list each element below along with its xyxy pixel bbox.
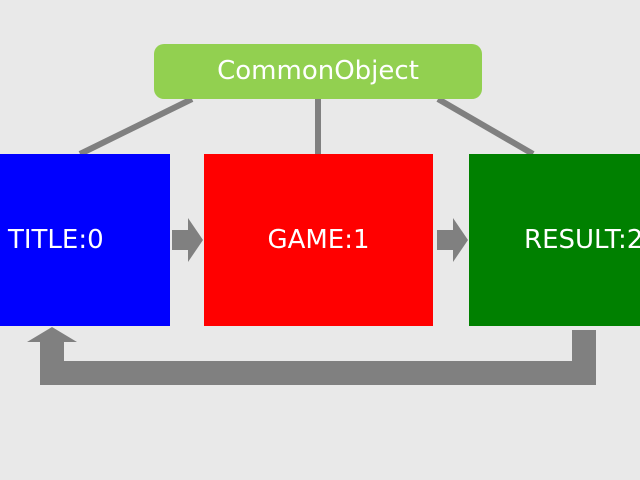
arrow-title-to-game <box>172 218 203 262</box>
link-common-result <box>436 96 535 157</box>
common-object-box: CommonObject <box>154 44 482 99</box>
scene-title-label: TITLE:0 <box>8 225 104 255</box>
scene-game-label: GAME:1 <box>267 225 370 255</box>
scene-game-box: GAME:1 <box>204 154 433 326</box>
scene-title-box: TITLE:0 <box>0 154 170 326</box>
arrow-game-to-result <box>437 218 468 262</box>
scene-result-label: RESULT:2 <box>524 225 640 255</box>
return-arrow-result-to-title <box>27 327 596 385</box>
scene-result-box: RESULT:2 <box>469 154 640 326</box>
link-common-title <box>78 96 194 157</box>
